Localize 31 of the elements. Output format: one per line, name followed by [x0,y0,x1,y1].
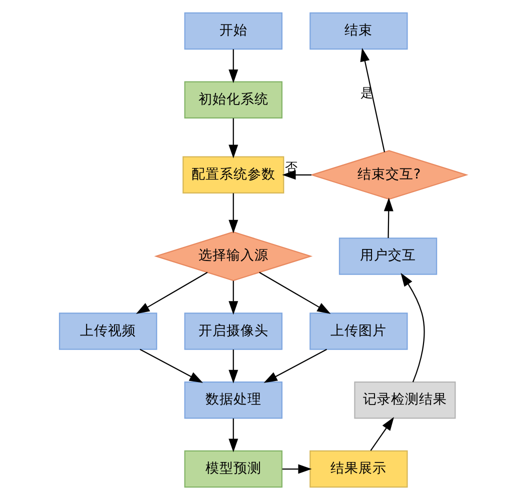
arrow [136,272,208,314]
node-box: 记录检测结果 [354,382,456,419]
arrow [384,198,394,238]
arrow [228,118,238,158]
node-diamond: 结束交互? [310,150,468,200]
arrow [228,418,238,452]
arrow [264,348,327,383]
node-box: 配置系统参数 [182,156,284,194]
node-diamond: 选择输入源 [154,231,313,282]
arrow [360,48,386,152]
arrow [259,272,331,314]
node-box: 上传图片 [310,312,408,350]
edge-label: 是 [360,85,373,100]
arrow [228,350,238,384]
arrow [282,170,312,180]
node-box: 结束 [310,12,408,50]
arrow [140,348,203,383]
node-box: 开启摄像头 [184,312,282,350]
arrow [228,193,238,234]
node-box: 数据处理 [184,382,282,419]
arrow [228,49,238,84]
node-box: 初始化系统 [184,81,282,118]
arrow [282,464,312,474]
arrow [400,272,425,382]
arrow [370,417,394,451]
node-box: 上传视频 [58,312,158,350]
node-box: 模型预测 [184,450,282,488]
node-box: 开始 [184,12,282,50]
node-box: 用户交互 [338,238,438,275]
arrow [228,280,238,315]
node-box: 结果展示 [310,450,408,488]
